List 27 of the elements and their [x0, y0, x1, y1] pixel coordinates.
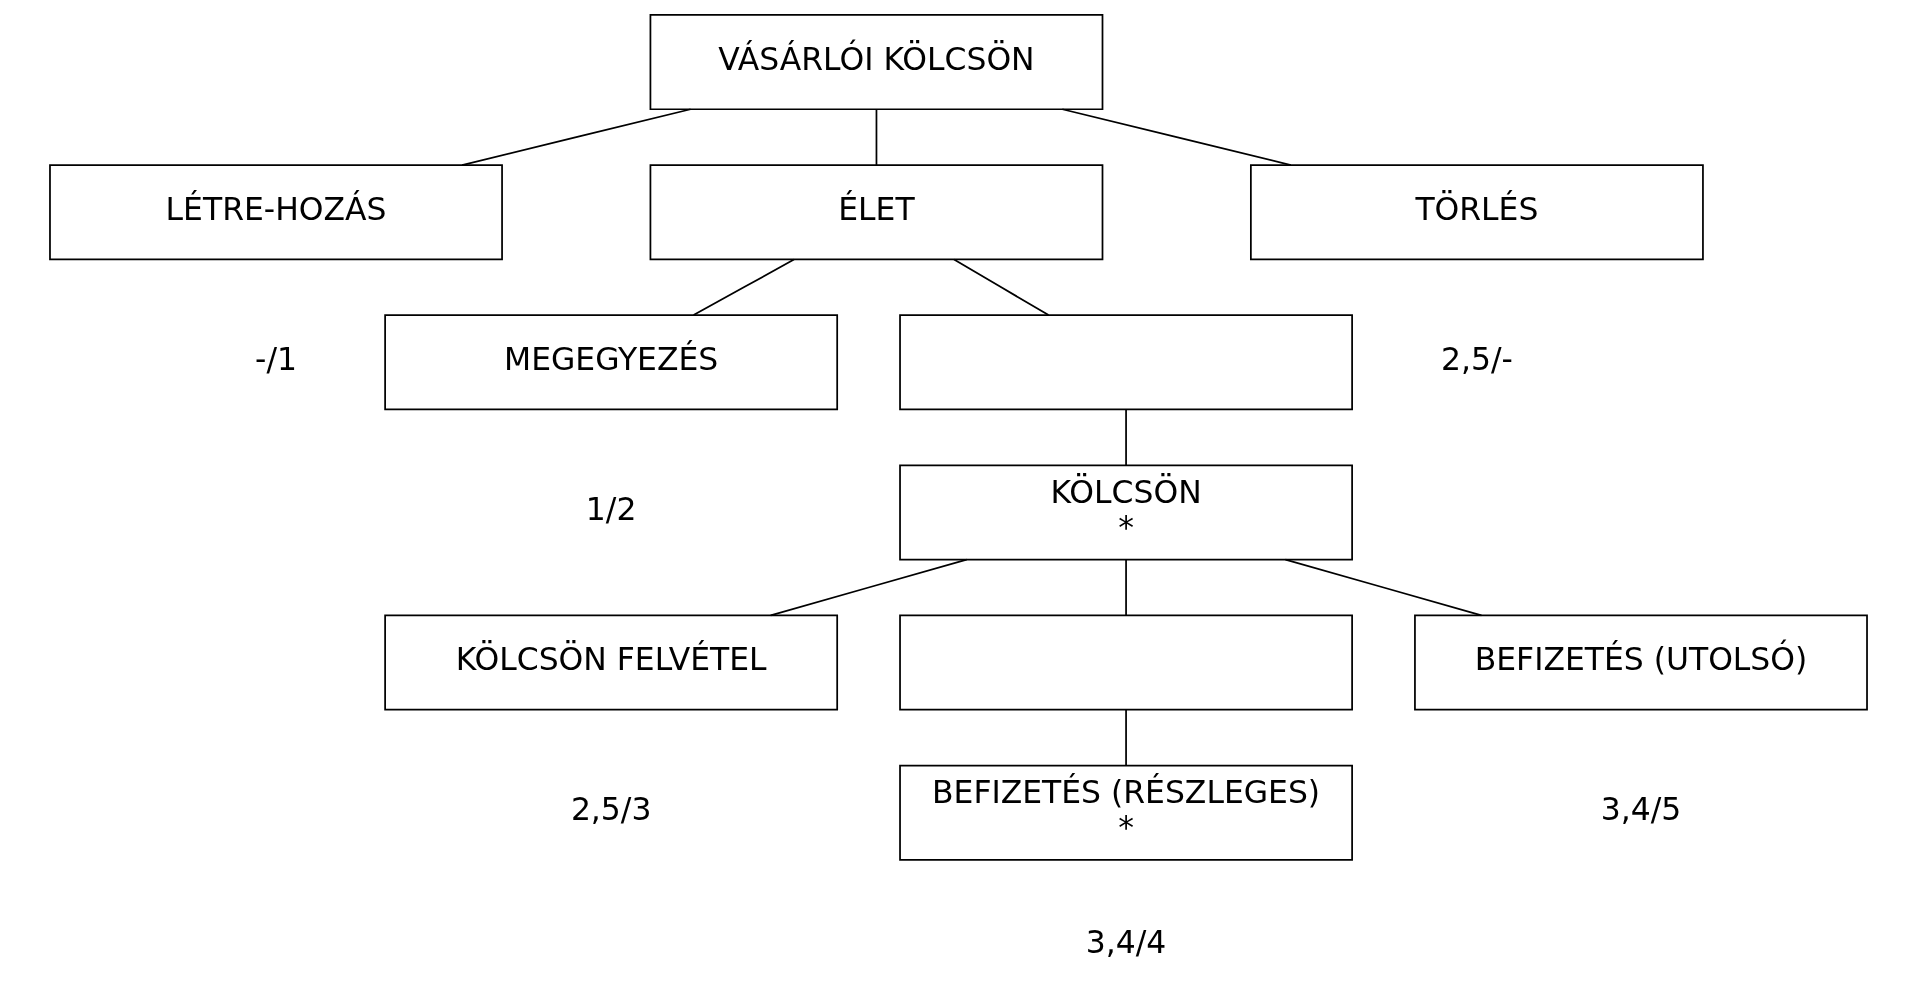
node-box: VÁSÁRLÓI KÖLCSÖN [649, 14, 1104, 111]
connector [769, 558, 968, 617]
connector [1284, 558, 1483, 617]
connector [1125, 709, 1127, 767]
node-box: BEFIZETÉS (UTOLSÓ) [1414, 614, 1868, 711]
connector [461, 108, 692, 166]
node-box: KÖLCSÖN * [899, 464, 1353, 561]
node-label: 3,4/4 [1085, 924, 1167, 961]
node-box [899, 314, 1353, 411]
connector [875, 108, 878, 166]
connector [1061, 108, 1292, 166]
connector [692, 258, 795, 316]
node-label: 3,4/5 [1600, 791, 1682, 828]
node-label: 2,5/- [1440, 341, 1513, 378]
node-label: -/1 [255, 341, 297, 378]
connector [953, 258, 1050, 316]
node-box: KÖLCSÖN FELVÉTEL [384, 614, 839, 711]
node-label: 1/2 [585, 491, 637, 528]
node-label: 2,5/3 [570, 791, 652, 828]
node-box: TÖRLÉS [1250, 164, 1704, 261]
node-box: BEFIZETÉS (RÉSZLEGES) * [899, 764, 1353, 861]
node-box: MEGEGYEZÉS [384, 314, 839, 411]
node-box: LÉTRE-HOZÁS [49, 164, 503, 261]
connector [1125, 408, 1127, 467]
node-box [899, 614, 1353, 711]
node-box: ÉLET [649, 164, 1104, 261]
connector [1125, 558, 1127, 617]
